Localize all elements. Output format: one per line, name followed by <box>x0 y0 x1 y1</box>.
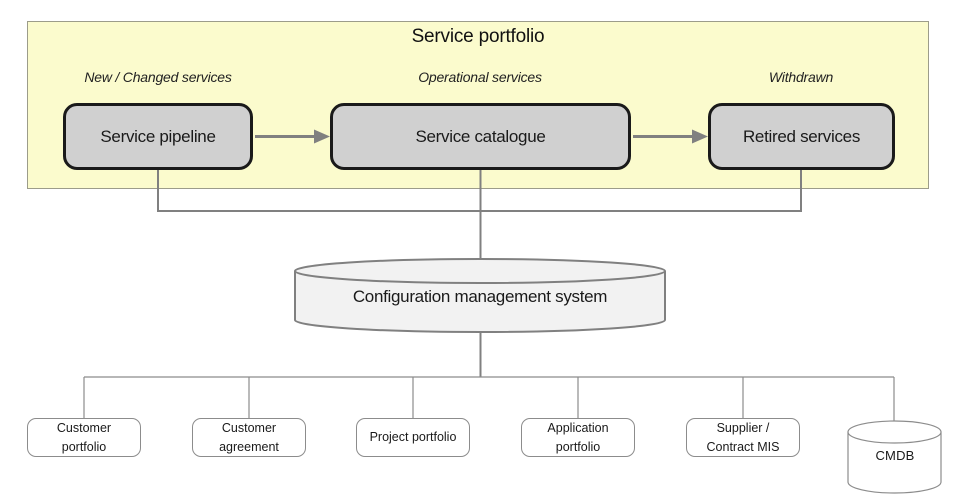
lane-label-new-changed: New / Changed services <box>84 69 232 85</box>
pipeline-to-catalogue-arrow <box>255 129 330 144</box>
leaf-customer-agreement: Customer agreement <box>192 418 306 457</box>
node-service-catalogue: Service catalogue <box>330 103 631 170</box>
cmdb-cylinder <box>847 420 942 494</box>
cmdb-cylinder-label: CMDB <box>875 448 915 463</box>
node-retired-services: Retired services <box>708 103 895 170</box>
leaf-customer-portfolio: Customer portfolio <box>27 418 141 457</box>
catalogue-to-retired-arrow <box>633 129 708 144</box>
leaf-application-portfolio: Application portfolio <box>521 418 635 457</box>
cms-cylinder <box>294 258 666 333</box>
top-connectors <box>157 168 802 377</box>
cms-cylinder-label: Configuration management system <box>352 287 608 306</box>
leaf-supplier-contract-mis: Supplier / Contract MIS <box>686 418 800 457</box>
panel-title: Service portfolio <box>411 26 545 47</box>
bottom-connectors <box>83 376 895 421</box>
lane-label-operational: Operational services <box>418 69 542 85</box>
leaf-project-portfolio: Project portfolio <box>356 418 470 457</box>
node-service-pipeline: Service pipeline <box>63 103 253 170</box>
lane-label-withdrawn: Withdrawn <box>768 69 834 85</box>
